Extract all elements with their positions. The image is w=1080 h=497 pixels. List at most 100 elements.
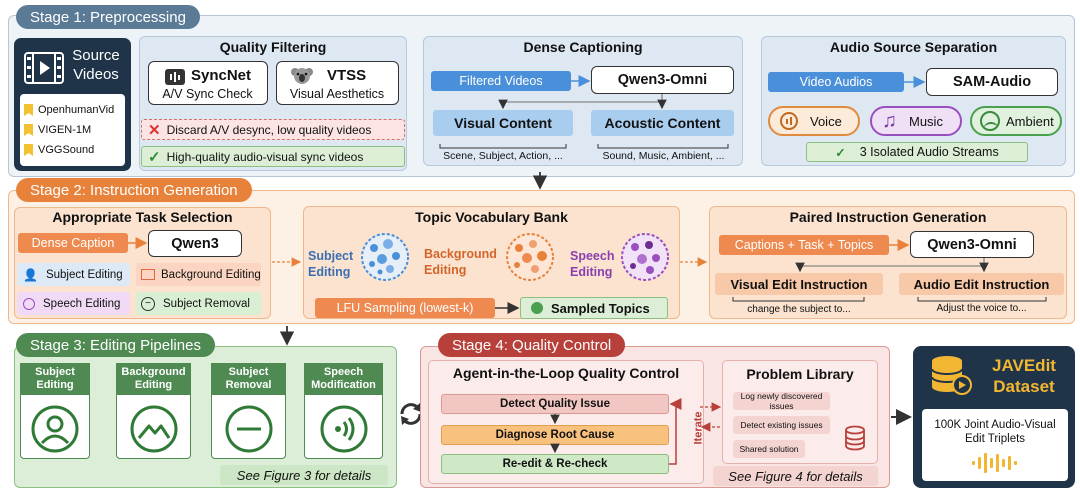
- agent-loop-title: Agent-in-the-Loop Quality Control: [452, 365, 680, 381]
- stage3-note: See Figure 3 for details: [220, 465, 388, 485]
- library-item: Log newly discovered issues: [733, 391, 830, 411]
- speaking-head-icon: [23, 297, 35, 310]
- iterate-loop: [669, 398, 682, 465]
- sampled-topics-box: Sampled Topics: [520, 297, 668, 319]
- pipeline-label-l1: Subject: [228, 366, 269, 378]
- database-icon: [844, 425, 866, 451]
- dense-caption-pill: Dense Caption: [18, 233, 128, 253]
- koala-icon: [291, 65, 313, 85]
- vocab-speech-label: Speech Editing: [570, 248, 614, 280]
- dataset-name: OpenhumanVid: [38, 104, 115, 116]
- sampled-topics-text: Sampled Topics: [551, 300, 650, 316]
- music-pill: ♫ Music: [870, 106, 962, 136]
- audio-wave-icon: [970, 451, 1020, 475]
- discard-box: ✕ Discard A/V desync, low quality videos: [141, 119, 405, 140]
- audio-separation-title: Audio Source Separation: [829, 39, 998, 55]
- waveform-icon: [165, 69, 185, 85]
- vocab-subject-l1: Subject: [308, 249, 354, 263]
- vtss-name: VTSS: [327, 67, 367, 84]
- vocab-speech-l1: Speech: [570, 249, 615, 263]
- paired-instruction-box: [709, 206, 1067, 319]
- person-icon: 👤: [23, 267, 38, 282]
- cycle-icon: [396, 399, 426, 429]
- background-topic-cloud: [505, 232, 555, 282]
- acoustic-content-box: Acoustic Content: [591, 110, 734, 136]
- dataset-item: VIGEN-1M: [24, 120, 121, 140]
- vocab-background-label: Background Editing: [424, 246, 497, 278]
- dataset-list: OpenhumanVid VIGEN-1M VGGSound: [20, 94, 125, 166]
- pipeline-label-l1: Background: [121, 366, 186, 378]
- captions-task-topics-pill: Captions + Task + Topics: [719, 235, 889, 255]
- filtered-videos-pill: Filtered Videos: [431, 71, 571, 91]
- paired-model-box: Qwen3-Omni: [910, 231, 1034, 258]
- lfu-sampling-pill: LFU Sampling (lowest-k): [315, 298, 495, 318]
- dataset-title: JAVEdit Dataset: [982, 355, 1066, 397]
- bookmark-icon: [24, 104, 33, 116]
- arrow: [498, 94, 663, 110]
- dataset-title-line2: Dataset: [993, 377, 1055, 396]
- dataset-desc-box: [922, 409, 1068, 481]
- dataset-item: VGGSound: [24, 140, 121, 160]
- visual-content-box: Visual Content: [433, 110, 573, 136]
- dataset-desc-line1: 100K Joint Audio-Visual: [934, 419, 1056, 431]
- video-audios-pill: Video Audios: [768, 72, 904, 92]
- cross-icon: ✕: [148, 121, 161, 139]
- minus-circle-icon: [225, 405, 273, 453]
- reedit-step: Re-edit & Re-check: [441, 454, 669, 474]
- dataset-title-line1: JAVEdit: [992, 356, 1056, 375]
- visual-content-sub: Scene, Subject, Action, ...: [443, 150, 563, 162]
- streams-box: ✓3 Isolated Audio Streams: [806, 142, 1028, 162]
- task-subject-editing: 👤 Subject Editing: [17, 263, 130, 286]
- person-icon: [31, 405, 79, 453]
- vocab-subject-l2: Editing: [308, 265, 351, 279]
- music-note-icon: ♫: [882, 109, 897, 132]
- pipeline-label-l2: Modification: [311, 379, 376, 391]
- syncnet-name: SyncNet: [191, 67, 252, 84]
- speech-topic-cloud: [620, 232, 670, 282]
- dense-model-box: Qwen3-Omni: [591, 66, 734, 94]
- ambient-pill: Ambient: [970, 106, 1062, 136]
- ambient-label: Ambient: [1006, 113, 1054, 129]
- diagnose-step: Diagnose Root Cause: [441, 425, 669, 445]
- subject-topic-cloud: [360, 232, 410, 282]
- stage1-title: Stage 1: Preprocessing: [16, 5, 200, 29]
- discard-text: Discard A/V desync, low quality videos: [166, 122, 372, 137]
- library-item: Detect existing issues: [733, 416, 830, 434]
- dataset-name: VIGEN-1M: [38, 124, 92, 136]
- music-label: Music: [909, 113, 943, 129]
- task-background-editing: Background Editing: [136, 263, 261, 286]
- problem-library-title: Problem Library: [746, 366, 854, 382]
- qwen3-box: Qwen3: [148, 230, 242, 257]
- acoustic-content-sub: Sound, Music, Ambient, ...: [602, 150, 725, 162]
- task-selection-title: Appropriate Task Selection: [52, 209, 233, 225]
- image-icon: [141, 269, 155, 280]
- visual-edit-example: change the subject to...: [747, 304, 851, 315]
- database-gold-icon: [930, 355, 972, 395]
- audio-edit-instruction: Audio Edit Instruction: [899, 273, 1064, 295]
- task-label: Subject Editing: [45, 268, 123, 281]
- keep-box: ✓High-quality audio-visual sync videos: [141, 146, 405, 167]
- bookmark-icon: [24, 124, 33, 136]
- vocab-background-l1: Background: [424, 247, 497, 261]
- voice-label: Voice: [810, 113, 842, 129]
- paired-instruction-title: Paired Instruction Generation: [789, 209, 987, 225]
- voice-pill: Voice: [768, 106, 860, 136]
- vocab-bank-title: Topic Vocabulary Bank: [415, 209, 568, 225]
- dense-captioning-box: [423, 36, 743, 166]
- landscape-icon: [130, 405, 178, 453]
- audio-edit-example: Adjust the voice to...: [936, 303, 1027, 314]
- arrow: [795, 258, 985, 273]
- stage2-title: Stage 2: Instruction Generation: [16, 178, 252, 202]
- sam-audio-box: SAM-Audio: [926, 68, 1058, 96]
- bracket: [439, 144, 567, 149]
- vocab-speech-l2: Editing: [570, 265, 613, 279]
- film-icon: [24, 52, 64, 84]
- bracket: [732, 297, 865, 302]
- vocab-subject-label: Subject Editing: [308, 248, 353, 280]
- streams-text: 3 Isolated Audio Streams: [859, 145, 999, 159]
- pipeline-label-l2: Removal: [225, 379, 272, 391]
- dataset-desc: 100K Joint Audio-Visual Edit Triplets: [922, 418, 1068, 446]
- source-title-line1: Source: [72, 47, 120, 64]
